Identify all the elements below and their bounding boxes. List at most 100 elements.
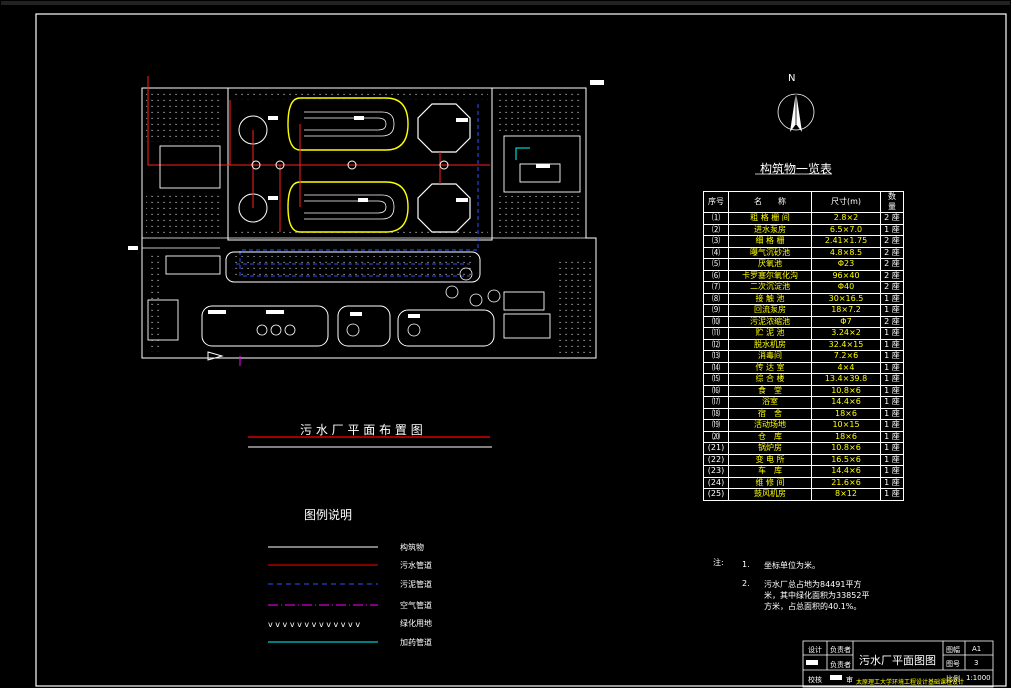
title-block-school: 太原理工大学环境工程设计基础课程设计 [856,679,965,686]
sheet-border [35,13,1007,687]
table-cell: ⑽ [703,315,729,328]
title-block-title: 污水厂平面图图 [859,654,936,667]
title-block-val: A1 [972,645,982,653]
table-cell: (23) [703,465,729,478]
header-cell: 数 量 [880,191,904,213]
title-block-sign: 负责者 [830,646,851,654]
note-line: 污水厂总占地为84491平方 [764,580,862,589]
table-cell: 14.4×6 [811,465,881,478]
svg-text:v v v v v v v v v v v v v: v v v v v v v v v v v v v [268,620,360,629]
table-cell: 2 座 [880,281,904,294]
table-cell: 二次沉淀池 [728,281,812,294]
legend-samples: v v v v v v v v v v v v v [268,546,378,643]
table-cell: 贮 泥 池 [728,327,812,340]
table-cell: 21.6×6 [811,476,881,489]
table-cell: 1 座 [880,292,904,305]
table-cell: 30×16.5 [811,292,881,305]
table-cell: 卡罗塞尔氧化沟 [728,269,812,282]
table-cell: 7.2×6 [811,350,881,363]
legend-label: 污泥管道 [400,580,432,589]
table-cell: 车 库 [728,465,812,478]
table-cell: 食 堂 [728,384,812,397]
table-title: 构筑物一览表 [760,162,833,176]
table-cell: 1 座 [880,384,904,397]
table-cell: 浴室 [728,396,812,409]
table-cell: 1 座 [880,338,904,351]
title-block-sign: 负责者 [830,661,851,669]
header-cell: 序号 [703,191,729,213]
table-cell: 2 座 [880,315,904,328]
title-block-frame [802,640,994,688]
table-cell: 18×6 [811,407,881,420]
table-cell: ⒅ [703,407,729,420]
north-label: N [788,73,796,84]
table-cell: 4×4 [811,361,881,374]
table-cell: 16.5×6 [811,453,881,466]
legend-label: 加药管道 [400,638,432,647]
table-cell: 1 座 [880,419,904,432]
table-cell: Φ23 [811,258,881,271]
table-cell: ⒁ [703,361,729,374]
table-cell: 4.8×8.5 [811,246,881,259]
table-cell: ⒇ [703,430,729,443]
table-cell: 18×7.2 [811,304,881,317]
table-cell: 2.8×2 [811,212,881,225]
table-cell: 消毒间 [728,350,812,363]
table-cell: ⑹ [703,269,729,282]
table-cell: 回流泵房 [728,304,812,317]
table-cell: 8×12 [811,488,881,501]
table-cell: ⑾ [703,327,729,340]
table-cell: 10.8×6 [811,442,881,455]
plan-title: 污 水 厂 平 面 布 置 图 [300,423,423,437]
legend-label: 构筑物 [400,543,424,552]
title-block-sign: 审 [846,676,853,684]
table-cell: 1 座 [880,327,904,340]
table-cell: ⒄ [703,396,729,409]
title-block-key: 图幅 [946,646,960,654]
table-cell: 10×15 [811,419,881,432]
title-block-key: 比例 [946,675,960,683]
table-header-row: 序号 名 称 尺寸(m) 数 量 [703,191,904,213]
table-cell: 18×6 [811,430,881,443]
table-cell: (21) [703,442,729,455]
table-cell: (24) [703,476,729,489]
table-cell: 曝气沉砂池 [728,246,812,259]
table-cell: 10.8×6 [811,384,881,397]
table-cell: Φ40 [811,281,881,294]
table-cell: 仓 库 [728,430,812,443]
title-block-label: 设计 [808,646,822,654]
table-cell: ⒆ [703,419,729,432]
table-cell: 传 达 室 [728,361,812,374]
table-cell: 2 座 [880,269,904,282]
table-cell: 2 座 [880,258,904,271]
table-cell: 鼓风机房 [728,488,812,501]
table-cell: 1 座 [880,442,904,455]
table-cell: 1 座 [880,361,904,374]
table-cell: 厌氧池 [728,258,812,271]
legend-label: 空气管道 [400,601,432,610]
table-cell: 2 座 [880,212,904,225]
note-number: 2. [742,579,750,588]
table-cell: 进水泵房 [728,223,812,236]
table-cell: 活动场地 [728,419,812,432]
table-cell: (25) [703,488,729,501]
